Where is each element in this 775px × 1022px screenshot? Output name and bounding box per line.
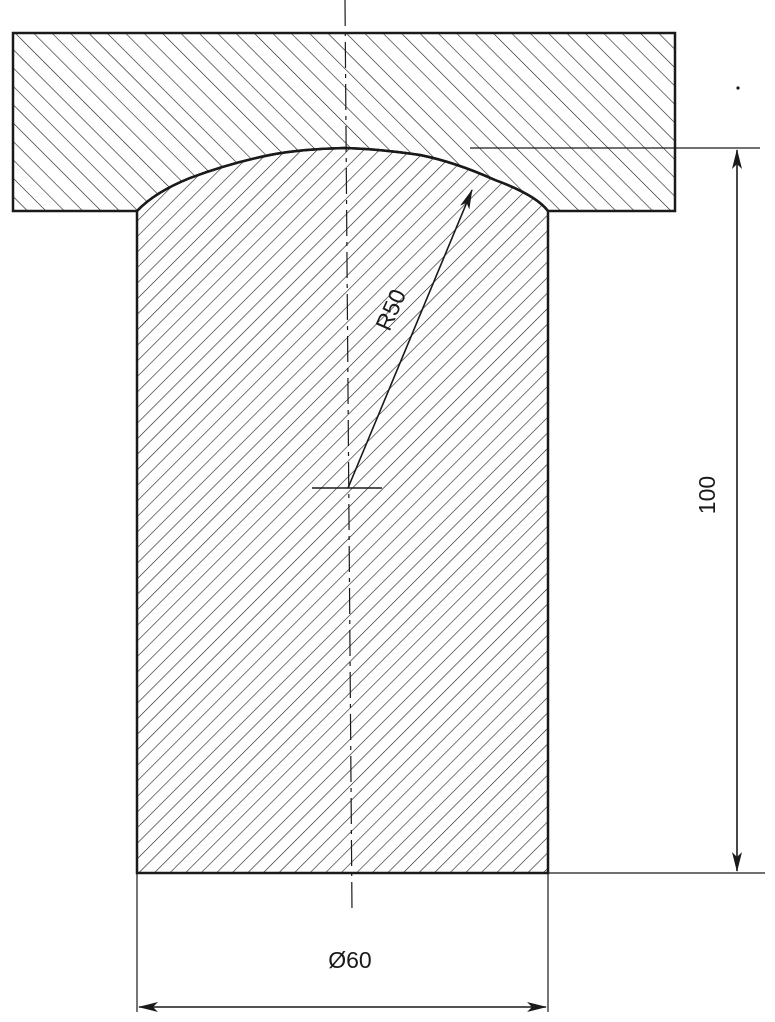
radius-leader [347,189,473,489]
height-label: 100 [694,476,720,514]
scan-speck [736,86,740,90]
cylinder-body [135,146,550,875]
diameter-label: Ø60 [328,947,371,973]
centerline [344,0,353,913]
